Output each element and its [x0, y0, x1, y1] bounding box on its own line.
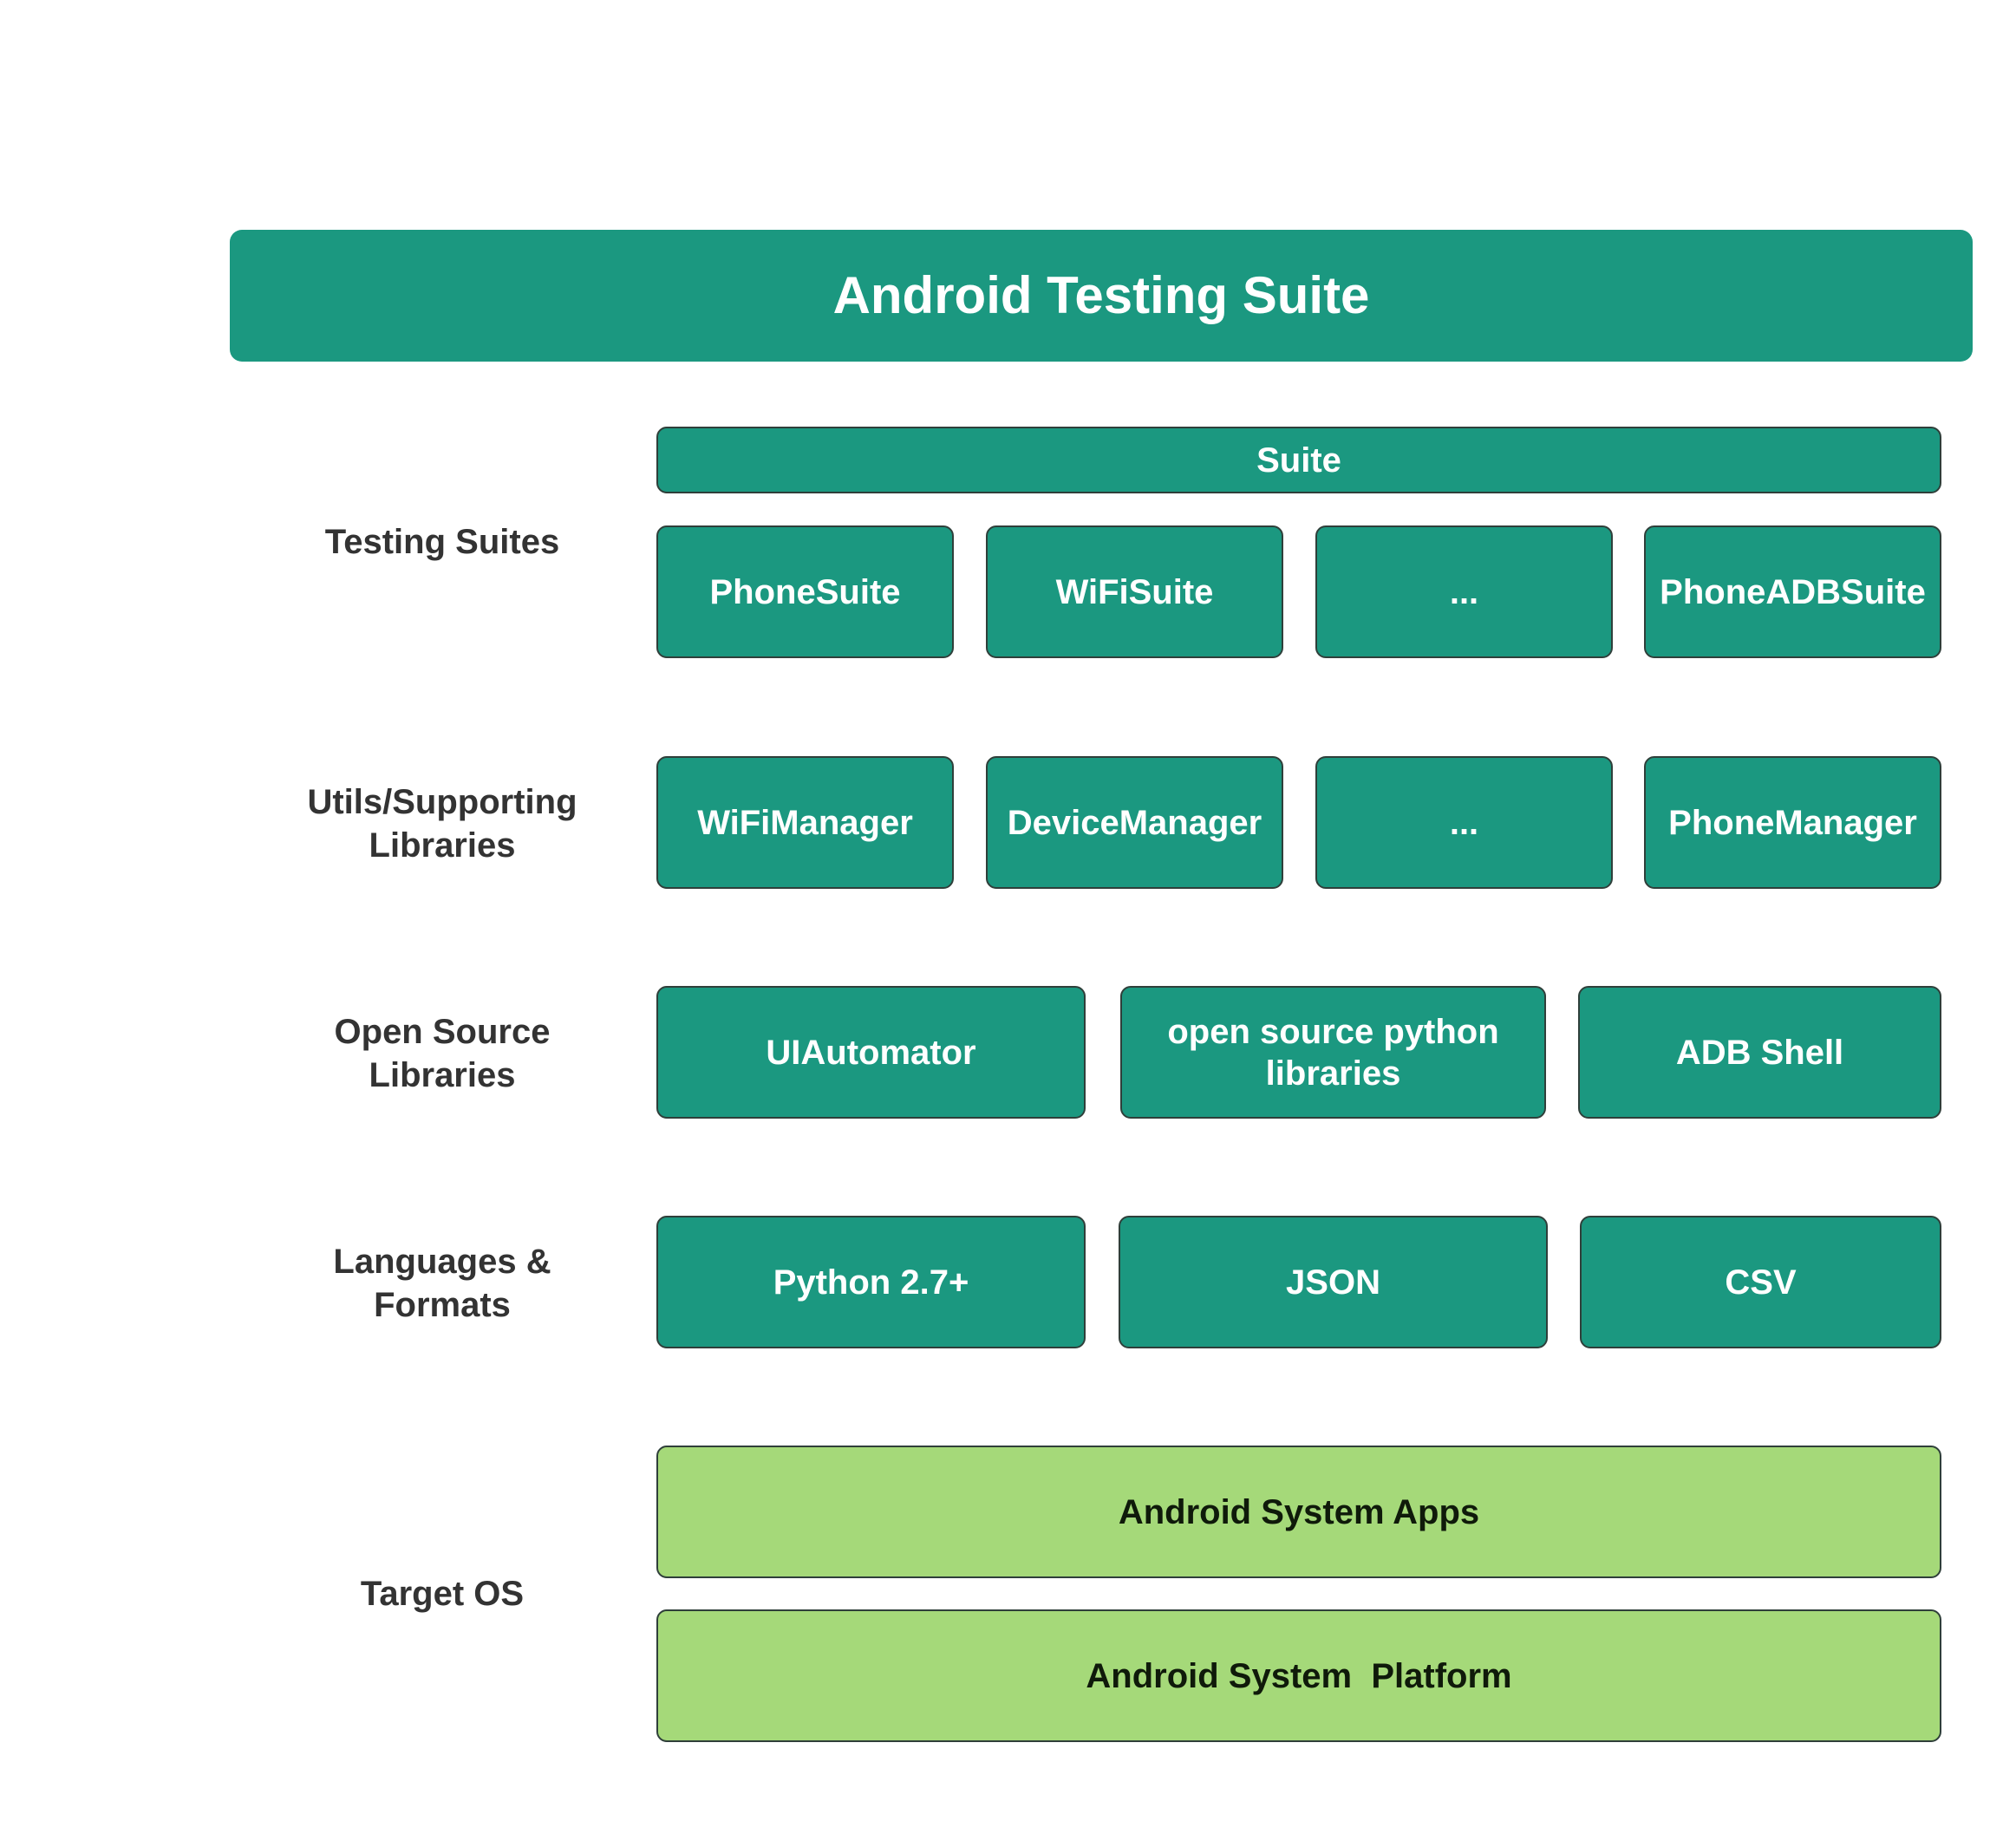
- layer-label-target-os: Target OS: [360, 1575, 525, 1613]
- layer-label-testing-suites: Testing Suites: [324, 523, 560, 561]
- phone-adb-suite-box: PhoneADBSuite: [1644, 525, 1941, 658]
- device-manager-box: DeviceManager: [986, 756, 1283, 889]
- layer-label-utils: Utils/Supporting Libraries: [307, 783, 577, 865]
- more-suites-box: ...: [1315, 525, 1613, 658]
- diagram-title: Android Testing Suite: [832, 266, 1370, 324]
- json-box: JSON: [1119, 1216, 1548, 1348]
- android-system-platform-box: Android System Platform: [656, 1609, 1941, 1742]
- android-system-apps-box: Android System Apps: [656, 1446, 1941, 1578]
- adb-shell-box: ADB Shell: [1578, 986, 1941, 1119]
- python-libraries-box: open source python libraries: [1120, 986, 1546, 1119]
- wifi-suite-box: WiFiSuite: [986, 525, 1283, 658]
- diagram-title-banner: Android Testing Suite: [230, 230, 1973, 362]
- more-utils-box: ...: [1315, 756, 1613, 889]
- uiautomator-box: UIAutomator: [656, 986, 1086, 1119]
- phone-suite-box: PhoneSuite: [656, 525, 954, 658]
- phone-manager-box: PhoneManager: [1644, 756, 1941, 889]
- layer-label-languages: Languages & Formats: [333, 1243, 551, 1324]
- python-box: Python 2.7+: [656, 1216, 1086, 1348]
- wifi-manager-box: WiFiManager: [656, 756, 954, 889]
- layer-label-open-source: Open Source Libraries: [334, 1013, 551, 1094]
- csv-box: CSV: [1580, 1216, 1941, 1348]
- suite-header-box: Suite: [656, 427, 1941, 493]
